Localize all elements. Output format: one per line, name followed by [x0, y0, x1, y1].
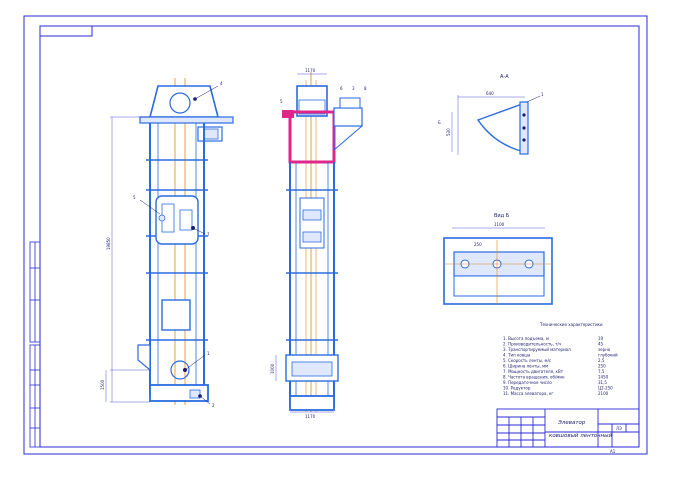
- spec-label: 9. Передаточное число: [503, 380, 552, 385]
- spec-label: 2. Производительность, т/ч: [503, 342, 561, 347]
- inner-frame: [39, 25, 640, 448]
- svg-text:8: 8: [364, 86, 367, 91]
- dim-top-width: 1170: [305, 68, 316, 73]
- spec-value: зерно: [598, 347, 611, 352]
- svg-text:3: 3: [352, 86, 355, 91]
- specs-title: Технические характеристики: [539, 322, 603, 327]
- spec-label: 11. Масса элеватора, кг: [503, 391, 554, 396]
- view-b-label: Вид Б: [494, 213, 510, 219]
- spec-value: 19: [598, 336, 604, 341]
- svg-text:4: 4: [220, 81, 223, 86]
- svg-text:5: 5: [133, 195, 136, 200]
- sheet-code: ЛЭ: [616, 426, 622, 431]
- dim-section-width: 640: [486, 91, 494, 96]
- section-aa: 1 Б: [438, 92, 544, 155]
- dim-total-height: 19850: [106, 237, 111, 250]
- spec-label: 5. Скорость ленты, м/с: [503, 358, 551, 363]
- title-line-2: ковшовый ленточный: [549, 433, 612, 439]
- svg-text:7: 7: [207, 232, 210, 237]
- spec-label: 6. Ширина ленты, мм: [503, 364, 548, 369]
- svg-text:6: 6: [340, 86, 343, 91]
- spec-label: 1. Высота подъема, м: [503, 336, 549, 341]
- dim-view-b-width: 1100: [494, 222, 505, 227]
- section-aa-label: А-А: [500, 74, 509, 80]
- view-b: [443, 227, 553, 305]
- svg-text:5: 5: [280, 99, 283, 104]
- outer-frame: [23, 15, 648, 455]
- title-line-1: Элеватор: [557, 420, 586, 426]
- dim-shoe-height: 1000: [270, 363, 275, 374]
- dim-section-height: 530: [446, 128, 451, 136]
- spec-value: 250: [598, 364, 606, 369]
- spec-value: Ц2-250: [598, 386, 613, 391]
- top-stamp-box: [39, 25, 93, 37]
- spec-value: 1450: [598, 375, 609, 380]
- left-margin-stamps: [29, 241, 41, 448]
- spec-value: глубокий: [598, 353, 618, 358]
- spec-value: 2,5: [598, 358, 605, 363]
- spec-value: 7,5: [598, 369, 605, 374]
- side-view: 6 3 8 5: [275, 72, 367, 413]
- spec-label: 4. Тип ковша: [503, 353, 531, 358]
- spec-value: 31,5: [598, 380, 607, 385]
- specs-list: 1. Высота подъема, м 19 2. Производительно…: [503, 336, 618, 396]
- spec-value: 45: [598, 342, 604, 347]
- svg-text:Б: Б: [438, 120, 441, 125]
- svg-text:2: 2: [212, 403, 215, 408]
- dim-bottom-width: 1170: [305, 414, 316, 419]
- spec-label: 10. Редуктор: [503, 386, 531, 391]
- spec-label: 3. Транспортируемый материал: [503, 347, 571, 352]
- dim-view-b-inner: 250: [474, 242, 482, 247]
- spec-label: 7. Мощность двигателя, кВт: [503, 369, 564, 374]
- title-block: [496, 408, 640, 448]
- svg-text:1: 1: [541, 92, 544, 97]
- svg-text:1: 1: [207, 351, 210, 356]
- front-view: 4 7 5 1 2: [105, 78, 234, 408]
- spec-label: 8. Частота вращения, об/мин: [503, 375, 565, 380]
- sheet-format: A1: [610, 449, 616, 454]
- spec-value: 2100: [598, 391, 609, 396]
- dim-lower-height: 1500: [100, 379, 105, 390]
